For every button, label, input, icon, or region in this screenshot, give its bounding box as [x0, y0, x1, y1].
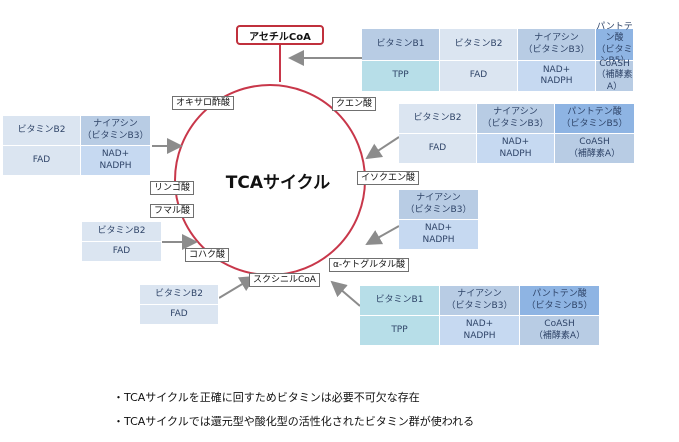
cell-vitamin-b2: ビタミンB2 [399, 104, 477, 134]
cell-niacin: ナイアシン（ビタミンB3） [81, 116, 151, 146]
cell-vitamin-b2: ビタミンB2 [140, 285, 219, 305]
cell-fad: FAD [399, 134, 477, 164]
cell-nad: NAD+NADPH [440, 316, 520, 346]
label-alpha-ketoglutarate: α-ケトグルタル酸 [329, 258, 410, 272]
cell-fad: FAD [440, 61, 518, 92]
note-1: ・TCAサイクルを正確に回すためビタミンは必要不可欠な存在 [113, 391, 420, 404]
cell-vitamin-b2: ビタミンB2 [3, 116, 81, 146]
cell-pantothenic: パントテン酸（ビタミンB5） [555, 104, 635, 134]
cell-vitamin-b1: ビタミンB1 [362, 29, 440, 61]
vitamin-table-niacin: ナイアシン（ビタミンB3） NAD+NADPH [399, 190, 479, 250]
cell-niacin: ナイアシン（ビタミンB3） [399, 190, 479, 220]
cell-pantothenic: パントテン酸（ビタミンB5） [596, 22, 634, 66]
cell-vitamin-b1: ビタミンB1 [360, 286, 440, 316]
cell-coash: CoASH（補酵素A） [555, 134, 635, 164]
label-succinyl-coa: スクシニルCoA [249, 273, 320, 287]
label-citrate: クエン酸 [332, 97, 377, 111]
cell-nad: NAD+NADPH [81, 146, 151, 176]
vitamin-table-left: ビタミンB2 ナイアシン（ビタミンB3） FAD NAD+NADPH [3, 116, 151, 176]
arrow-succinyl-b2 [218, 275, 256, 299]
label-isocitrate: イソクエン酸 [357, 171, 420, 185]
cell-fad: FAD [82, 242, 162, 262]
arrow-akg-niacin [365, 225, 400, 245]
cell-vitamin-b2: ビタミンB2 [82, 222, 162, 242]
arrow-akg-dh-vitamins [330, 280, 361, 307]
cell-tpp: TPP [362, 61, 440, 92]
cell-fad: FAD [140, 305, 219, 325]
cell-niacin: ナイアシン（ビタミンB3） [477, 104, 555, 134]
arrow-isocitrate-dh-vitamins [365, 136, 400, 160]
cell-tpp: TPP [360, 316, 440, 346]
cell-vitamin-b2: ビタミンB2 [440, 29, 518, 61]
vitamin-table-top: ビタミンB1 ビタミンB2 ナイアシン（ビタミンB3） パントテン酸（ビタミンB… [362, 22, 634, 92]
label-fumarate: フマル酸 [150, 204, 195, 218]
cycle-title: TCAサイクル [225, 173, 331, 193]
label-succinate: コハク酸 [185, 248, 230, 262]
vitamin-table-b2-left: ビタミンB2 FAD [82, 222, 162, 262]
cell-pantothenic: パントテン酸（ビタミンB5） [520, 286, 600, 316]
cell-nad: NAD+NADPH [399, 220, 479, 250]
acetyl-coa-box: アセチルCoA [236, 25, 324, 45]
cell-coash: CoASH（補酵素A） [596, 59, 634, 92]
label-malate: リンゴ酸 [150, 181, 195, 195]
vitamin-table-b2-bottom: ビタミンB2 FAD [140, 285, 219, 325]
label-oxaloacetate: オキサロ酢酸 [172, 96, 235, 110]
vitamin-table-bottom-right: ビタミンB1 ナイアシン（ビタミンB3） パントテン酸（ビタミンB5） TPP … [360, 286, 600, 346]
note-2: ・TCAサイクルでは還元型や酸化型の活性化されたビタミン群が使われる [113, 415, 475, 428]
cell-nad: NAD+NADPH [518, 61, 596, 92]
vitamin-table-right-mid: ビタミンB2 ナイアシン（ビタミンB3） パントテン酸（ビタミンB5） FAD … [399, 104, 635, 164]
cell-coash: CoASH（補酵素A） [520, 316, 600, 346]
cell-fad: FAD [3, 146, 81, 176]
cell-niacin: ナイアシン（ビタミンB3） [518, 29, 596, 61]
cell-nad: NAD+NADPH [477, 134, 555, 164]
cell-niacin: ナイアシン（ビタミンB3） [440, 286, 520, 316]
